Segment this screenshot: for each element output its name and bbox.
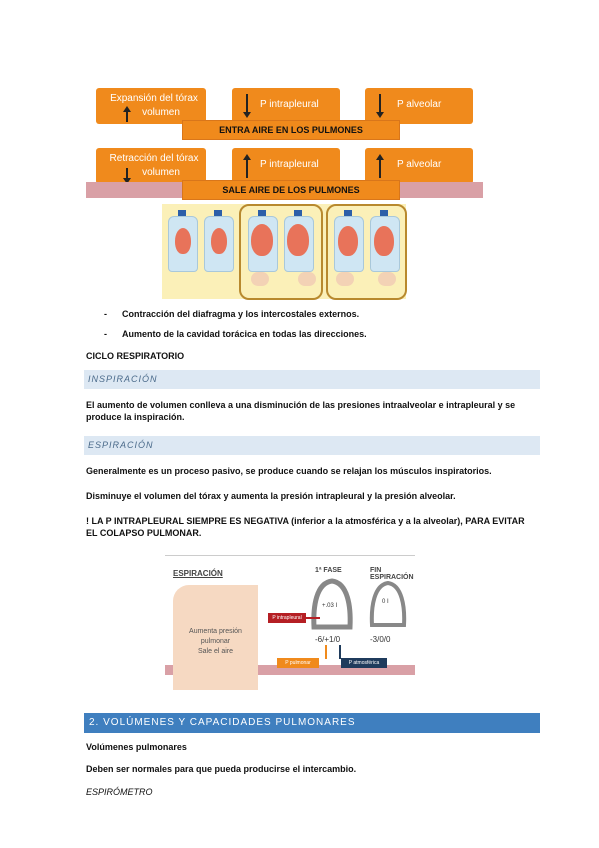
bullet-1: -Contracción del diafragma y los interco… [104,309,360,319]
frame-inspiration [239,204,323,300]
espiracion-figure: ESPIRACIÓN 1ª FASE FIN ESPIRACIÓN Aument… [165,555,415,690]
bottle-cap-icon [344,210,352,216]
ciclo-title: CICLO RESPIRATORIO [86,351,185,361]
fig2-box-line3: Sale el aire [197,648,234,655]
frame-espiration [326,204,407,300]
box-expansion-line2: volumen [142,107,180,118]
lung-icon [374,226,394,256]
bullet-1-text: Contracción del diafragma y los intercos… [122,309,360,319]
box-retraccion: Retracción del tórax volumen [96,148,206,184]
warning-line1: ! LA P INTRAPLEURAL SIEMPRE ES NEGATIVA … [86,516,525,526]
fig2-inner1: +.03 I [322,603,338,609]
lung-icon [211,228,227,254]
fig2-band [165,665,415,675]
espirometro-label: ESPIRÓMETRO [86,787,153,797]
label-atmosferica: P atmosférica [341,658,387,668]
inspiracion-heading-text: INSPIRACIÓN [88,374,158,384]
lung-diagram-1-icon [311,578,353,630]
section2-heading-text: 2. VOLÚMENES Y CAPACIDADES PULMONARES [89,717,356,728]
inspiracion-text: El aumento de volumen conlleva a una dis… [86,399,526,423]
lung-icon [251,224,273,256]
box-alveolar-2-label: P alveolar [397,159,442,170]
arrow-down-icon [376,94,384,118]
espiracion-heading-text: ESPIRACIÓN [88,440,154,450]
fig2-values1: -6/+1/0 [315,635,341,644]
arrow-up-icon [243,154,251,178]
connector-line [325,645,327,659]
bar-sale-aire: SALE AIRE DE LOS PULMONES [182,180,400,200]
fig2-info-box: Aumenta presión pulmonar Sale el aire [173,585,258,690]
connector-line [339,645,341,659]
fig2-phase1: 1ª FASE [315,567,342,574]
box-expansion: Expansión del tórax volumen [96,88,206,124]
hand-icon [336,272,354,286]
hand-icon [378,272,396,286]
hand-icon [298,272,316,286]
fig2-box-line2: pulmonar [200,638,231,645]
lung-icon [287,224,309,256]
box-retraccion-line1: Retracción del tórax [109,153,199,164]
bottle-cap-icon [294,210,302,216]
warning-text: ! LA P INTRAPLEURAL SIEMPRE ES NEGATIVA … [86,515,526,539]
respiration-figure: Expansión del tórax volumen P intrapleur… [86,72,483,300]
box-alveolar-1: P alveolar [365,88,473,124]
warning-line2: EL COLAPSO PULMONAR. [86,528,202,538]
bottle-cap-icon [178,210,186,216]
bullet-2: -Aumento de la cavidad torácica en todas… [104,329,367,339]
fig2-box-line1: Aumenta presión [189,628,242,635]
bottle-cap-icon [380,210,388,216]
box-retraccion-line2: volumen [142,167,180,178]
espiracion-para1: Generalmente es un proceso pasivo, se pr… [86,466,492,476]
section2-text: Deben ser normales para que pueda produc… [86,764,357,774]
box-intrapleural-2: P intrapleural [232,148,340,184]
label-pulmonar: P pulmonar [277,658,319,668]
section2-heading: 2. VOLÚMENES Y CAPACIDADES PULMONARES [84,713,540,733]
arrow-down-icon [243,94,251,118]
bottle-cap-icon [258,210,266,216]
fig2-values2: -3/0/0 [370,635,391,644]
arrow-up-icon [376,154,384,178]
fig2-inner2: 0 I [382,599,389,605]
fig2-phase2: FIN ESPIRACIÓN [370,567,414,581]
box-alveolar-2: P alveolar [365,148,473,184]
inspiracion-heading: INSPIRACIÓN [84,370,540,389]
bullet-2-text: Aumento de la cavidad torácica en todas … [122,329,367,339]
inspiracion-line2: produce la inspiración. [86,412,185,422]
bar-entra-aire: ENTRA AIRE EN LOS PULMONES [182,120,400,140]
box-alveolar-1-label: P alveolar [397,99,442,110]
lung-diagram-2-icon [369,580,407,627]
lung-icon [338,226,358,256]
box-intrapleural-2-label: P intrapleural [260,159,319,170]
label-intrapleural: P intrapleural [268,613,306,623]
fig2-title: ESPIRACIÓN [173,569,223,578]
box-intrapleural-1-label: P intrapleural [260,99,319,110]
espiracion-heading: ESPIRACIÓN [84,436,540,455]
lung-icon [175,228,191,254]
arrow-up-icon [123,106,131,122]
box-expansion-line1: Expansión del tórax [110,93,198,104]
connector-line [306,617,320,619]
espiracion-para2: Disminuye el volumen del tórax y aumenta… [86,491,456,501]
section2-subtitle: Volúmenes pulmonares [86,742,187,752]
inspiracion-line1: El aumento de volumen conlleva a una dis… [86,400,516,410]
box-intrapleural-1: P intrapleural [232,88,340,124]
hand-icon [251,272,269,286]
bottle-cap-icon [214,210,222,216]
arrow-down-icon [123,168,131,184]
